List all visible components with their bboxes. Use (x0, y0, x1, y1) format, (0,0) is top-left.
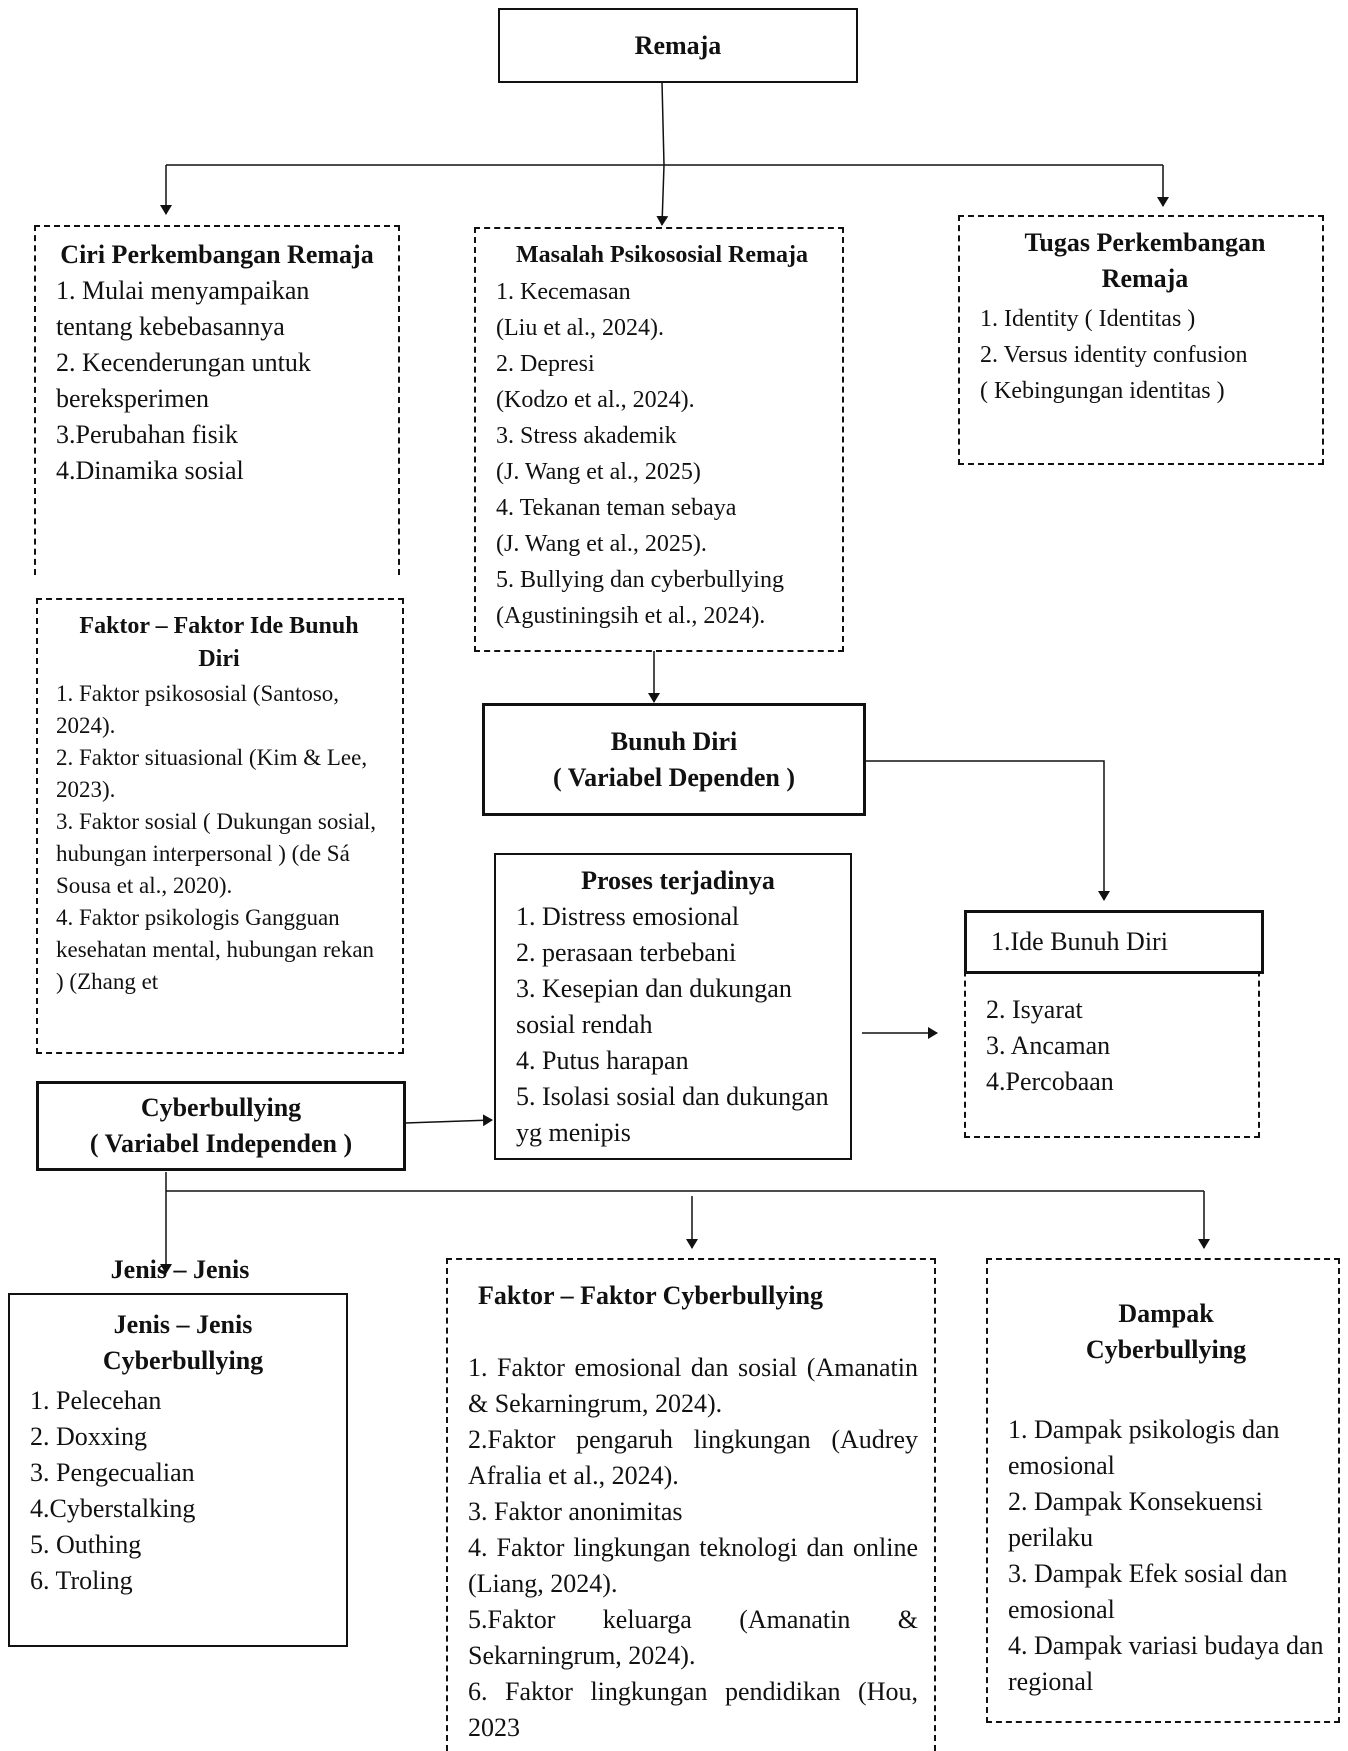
node-proses-terjadinya: Proses terjadinya 1. Distress emosional … (494, 853, 852, 1160)
tugas-title: Tugas Perkembangan Remaja (1024, 228, 1266, 293)
ciri-item: 1. Mulai menyampaikan tentang kebebasann… (56, 276, 310, 341)
faktor-ide-item: 2. Faktor situasional (Kim & Lee, 2023). (56, 745, 368, 802)
faktor-ide-item: 1. Faktor psikososial (Santoso, 2024). (56, 681, 340, 738)
masalah-citation: (Agustiningsih et al., 2024). (496, 603, 766, 629)
node-remaja-title: Remaja (634, 30, 722, 60)
edge-remaja-stem (661, 81, 665, 166)
jenis-item: 1. Pelecehan (30, 1386, 162, 1415)
dampak-item: 4. Dampak variasi budaya dan regional (1008, 1631, 1324, 1696)
dampak-title: Dampak Cyberbullying (1085, 1299, 1247, 1364)
bunuh-diri-title: Bunuh Diri (610, 726, 738, 756)
ciri-item: 2. Kecenderungan untuk bereksperimen (56, 348, 311, 413)
node-ciri-perkembangan: Ciri Perkembangan Remaja 1. Mulai menyam… (34, 225, 400, 575)
node-faktor-cyberbullying: Faktor – Faktor Cyberbullying 1. Faktor … (446, 1258, 936, 1751)
ide-item: 3. Ancaman (986, 1031, 1111, 1060)
node-bunuh-diri: Bunuh Diri ( Variabel Dependen ) (482, 703, 866, 816)
faktor-cb-title: Faktor – Faktor Cyberbullying (478, 1281, 824, 1310)
edge-bunuh-ide (866, 760, 1110, 901)
tugas-item: 1. Identity ( Identitas ) (980, 306, 1196, 332)
masalah-item: 3. Stress akademik (496, 423, 677, 449)
proses-item: 1. Distress emosional (516, 902, 740, 931)
faktor-ide-item: 3. Faktor sosial ( Dukungan sosial, hubu… (56, 809, 377, 898)
faktor-cb-item: 1. Faktor emosional dan sosial (Amanatin… (468, 1353, 918, 1418)
faktor-cb-item: 5.Faktor keluarga (Amanatin & Sekarningr… (468, 1605, 918, 1670)
node-tugas-perkembangan: Tugas Perkembangan Remaja 1. Identity ( … (958, 215, 1324, 465)
dampak-item: 3. Dampak Efek sosial dan emosional (1008, 1559, 1288, 1624)
faktor-cb-item: 2.Faktor pengaruh lingkungan (Audrey Afr… (468, 1425, 918, 1490)
ide-item: 2. Isyarat (986, 995, 1083, 1024)
masalah-citation: (Liu et al., 2024). (496, 315, 664, 341)
ciri-title: Ciri Perkembangan Remaja (60, 240, 374, 269)
bunuh-diri-subtitle: ( Variabel Dependen ) (553, 762, 795, 792)
node-jenis-cyberbullying: Jenis – Jenis Cyberbullying 1. Pelecehan… (8, 1293, 348, 1647)
edge-cyber-proses (404, 1114, 493, 1127)
jenis-item: 3. Pengecualian (30, 1458, 195, 1487)
cyberbullying-title: Cyberbullying (140, 1093, 302, 1122)
masalah-citation: (J. Wang et al., 2025). (496, 531, 707, 557)
dampak-item: 2. Dampak Konsekuensi perilaku (1008, 1487, 1263, 1552)
dampak-item: 1. Dampak psikologis dan emosional (1008, 1415, 1280, 1480)
node-ide-header: 1.Ide Bunuh Diri (964, 910, 1264, 974)
ide-item: 4.Percobaan (986, 1067, 1114, 1096)
masalah-item: 2. Depresi (496, 351, 595, 377)
tugas-item: ( Kebingungan identitas ) (980, 378, 1225, 404)
jenis-overlap-title: Jenis – Jenis (110, 1255, 250, 1284)
node-faktor-ide-bunuh-diri: Faktor – Faktor Ide Bunuh Diri 1. Faktor… (36, 598, 404, 1054)
proses-item: 4. Putus harapan (516, 1046, 689, 1075)
jenis-item: 5. Outhing (30, 1530, 142, 1559)
faktor-ide-title: Faktor – Faktor Ide Bunuh Diri (79, 613, 359, 672)
node-masalah-psikososial: Masalah Psikososial Remaja 1. Kecemasan … (474, 227, 844, 652)
masalah-title: Masalah Psikososial Remaja (515, 242, 808, 268)
proses-item: 5. Isolasi sosial dan dukungan yg menipi… (516, 1082, 829, 1147)
masalah-item: 5. Bullying dan cyberbullying (496, 567, 784, 593)
ide-header-label: 1.Ide Bunuh Diri (991, 927, 1168, 956)
masalah-citation: (J. Wang et al., 2025) (496, 459, 701, 485)
masalah-item: 4. Tekanan teman sebaya (496, 495, 737, 521)
edge-to-masalah (656, 164, 669, 226)
tugas-item: 2. Versus identity confusion (980, 342, 1248, 368)
node-dampak-cyberbullying: Dampak Cyberbullying 1. Dampak psikologi… (986, 1258, 1340, 1723)
jenis-item: 6. Troling (30, 1566, 133, 1595)
node-ide-bunuh-diri: 2. Isyarat 3. Ancaman 4.Percobaan (964, 910, 1260, 1138)
faktor-cb-item: 6. Faktor lingkungan pendidikan (Hou, 20… (468, 1677, 918, 1742)
ciri-item: 4.Dinamika sosial (56, 456, 244, 485)
masalah-item: 1. Kecemasan (496, 279, 631, 305)
cyberbullying-subtitle: ( Variabel Independen ) (89, 1129, 353, 1158)
node-remaja: Remaja (498, 8, 858, 83)
masalah-citation: (Kodzo et al., 2024). (496, 387, 695, 413)
faktor-cb-item: 3. Faktor anonimitas (468, 1497, 683, 1526)
jenis-title: Jenis – Jenis Cyberbullying (102, 1310, 264, 1375)
jenis-item: 4.Cyberstalking (30, 1494, 196, 1523)
node-cyberbullying: Cyberbullying ( Variabel Independen ) (36, 1081, 406, 1171)
faktor-cb-item: 4. Faktor lingkungan teknologi dan onlin… (468, 1533, 918, 1598)
jenis-item: 2. Doxxing (30, 1422, 147, 1451)
proses-item: 3. Kesepian dan dukungan sosial rendah (516, 974, 792, 1039)
faktor-ide-item: 4. Faktor psikologis Gangguan kesehatan … (56, 905, 375, 994)
ciri-item: 3.Perubahan fisik (56, 420, 238, 449)
proses-title: Proses terjadinya (581, 866, 775, 895)
proses-item: 2. perasaan terbebani (516, 938, 737, 967)
